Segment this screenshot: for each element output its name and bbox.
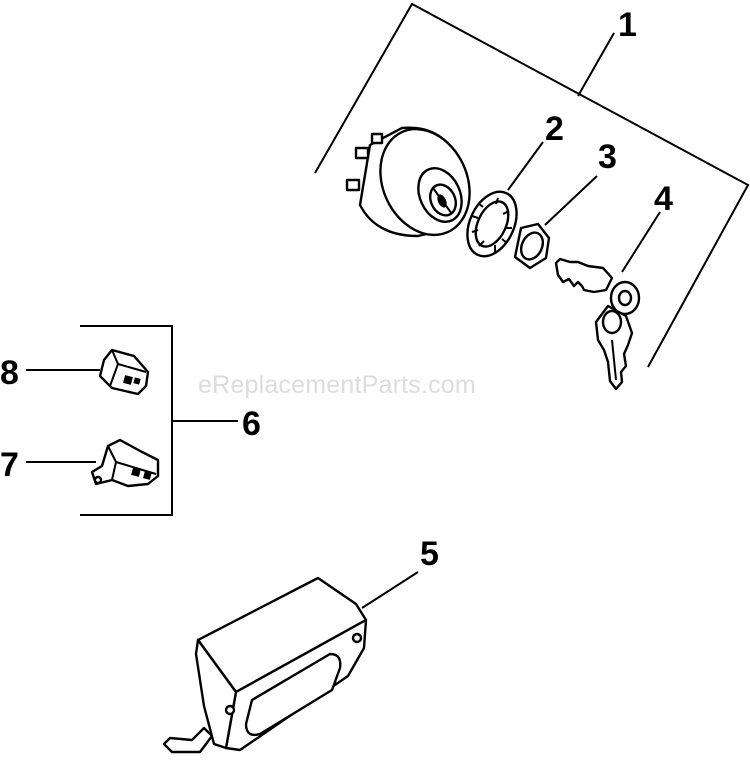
group-6-bracket (80, 325, 238, 516)
group-1-bracket (314, 2, 750, 368)
connector-7[interactable] (90, 438, 160, 488)
nut[interactable] (513, 222, 551, 270)
lock-washer[interactable] (458, 184, 527, 264)
callout-4[interactable]: 4 (654, 180, 673, 218)
callout-6[interactable]: 6 (242, 405, 261, 443)
callout-3[interactable]: 3 (598, 138, 617, 176)
callout-7[interactable]: 7 (0, 446, 19, 484)
voltage-regulator[interactable] (162, 576, 368, 754)
ignition-switch[interactable] (345, 114, 486, 249)
callout-2[interactable]: 2 (545, 110, 564, 148)
callout-1[interactable]: 1 (618, 6, 637, 44)
callout-5[interactable]: 5 (420, 535, 439, 573)
watermark-text: eReplacementParts.com (198, 371, 476, 399)
connector-8[interactable] (98, 348, 150, 396)
keys[interactable] (554, 257, 641, 391)
callout-8[interactable]: 8 (0, 354, 19, 392)
